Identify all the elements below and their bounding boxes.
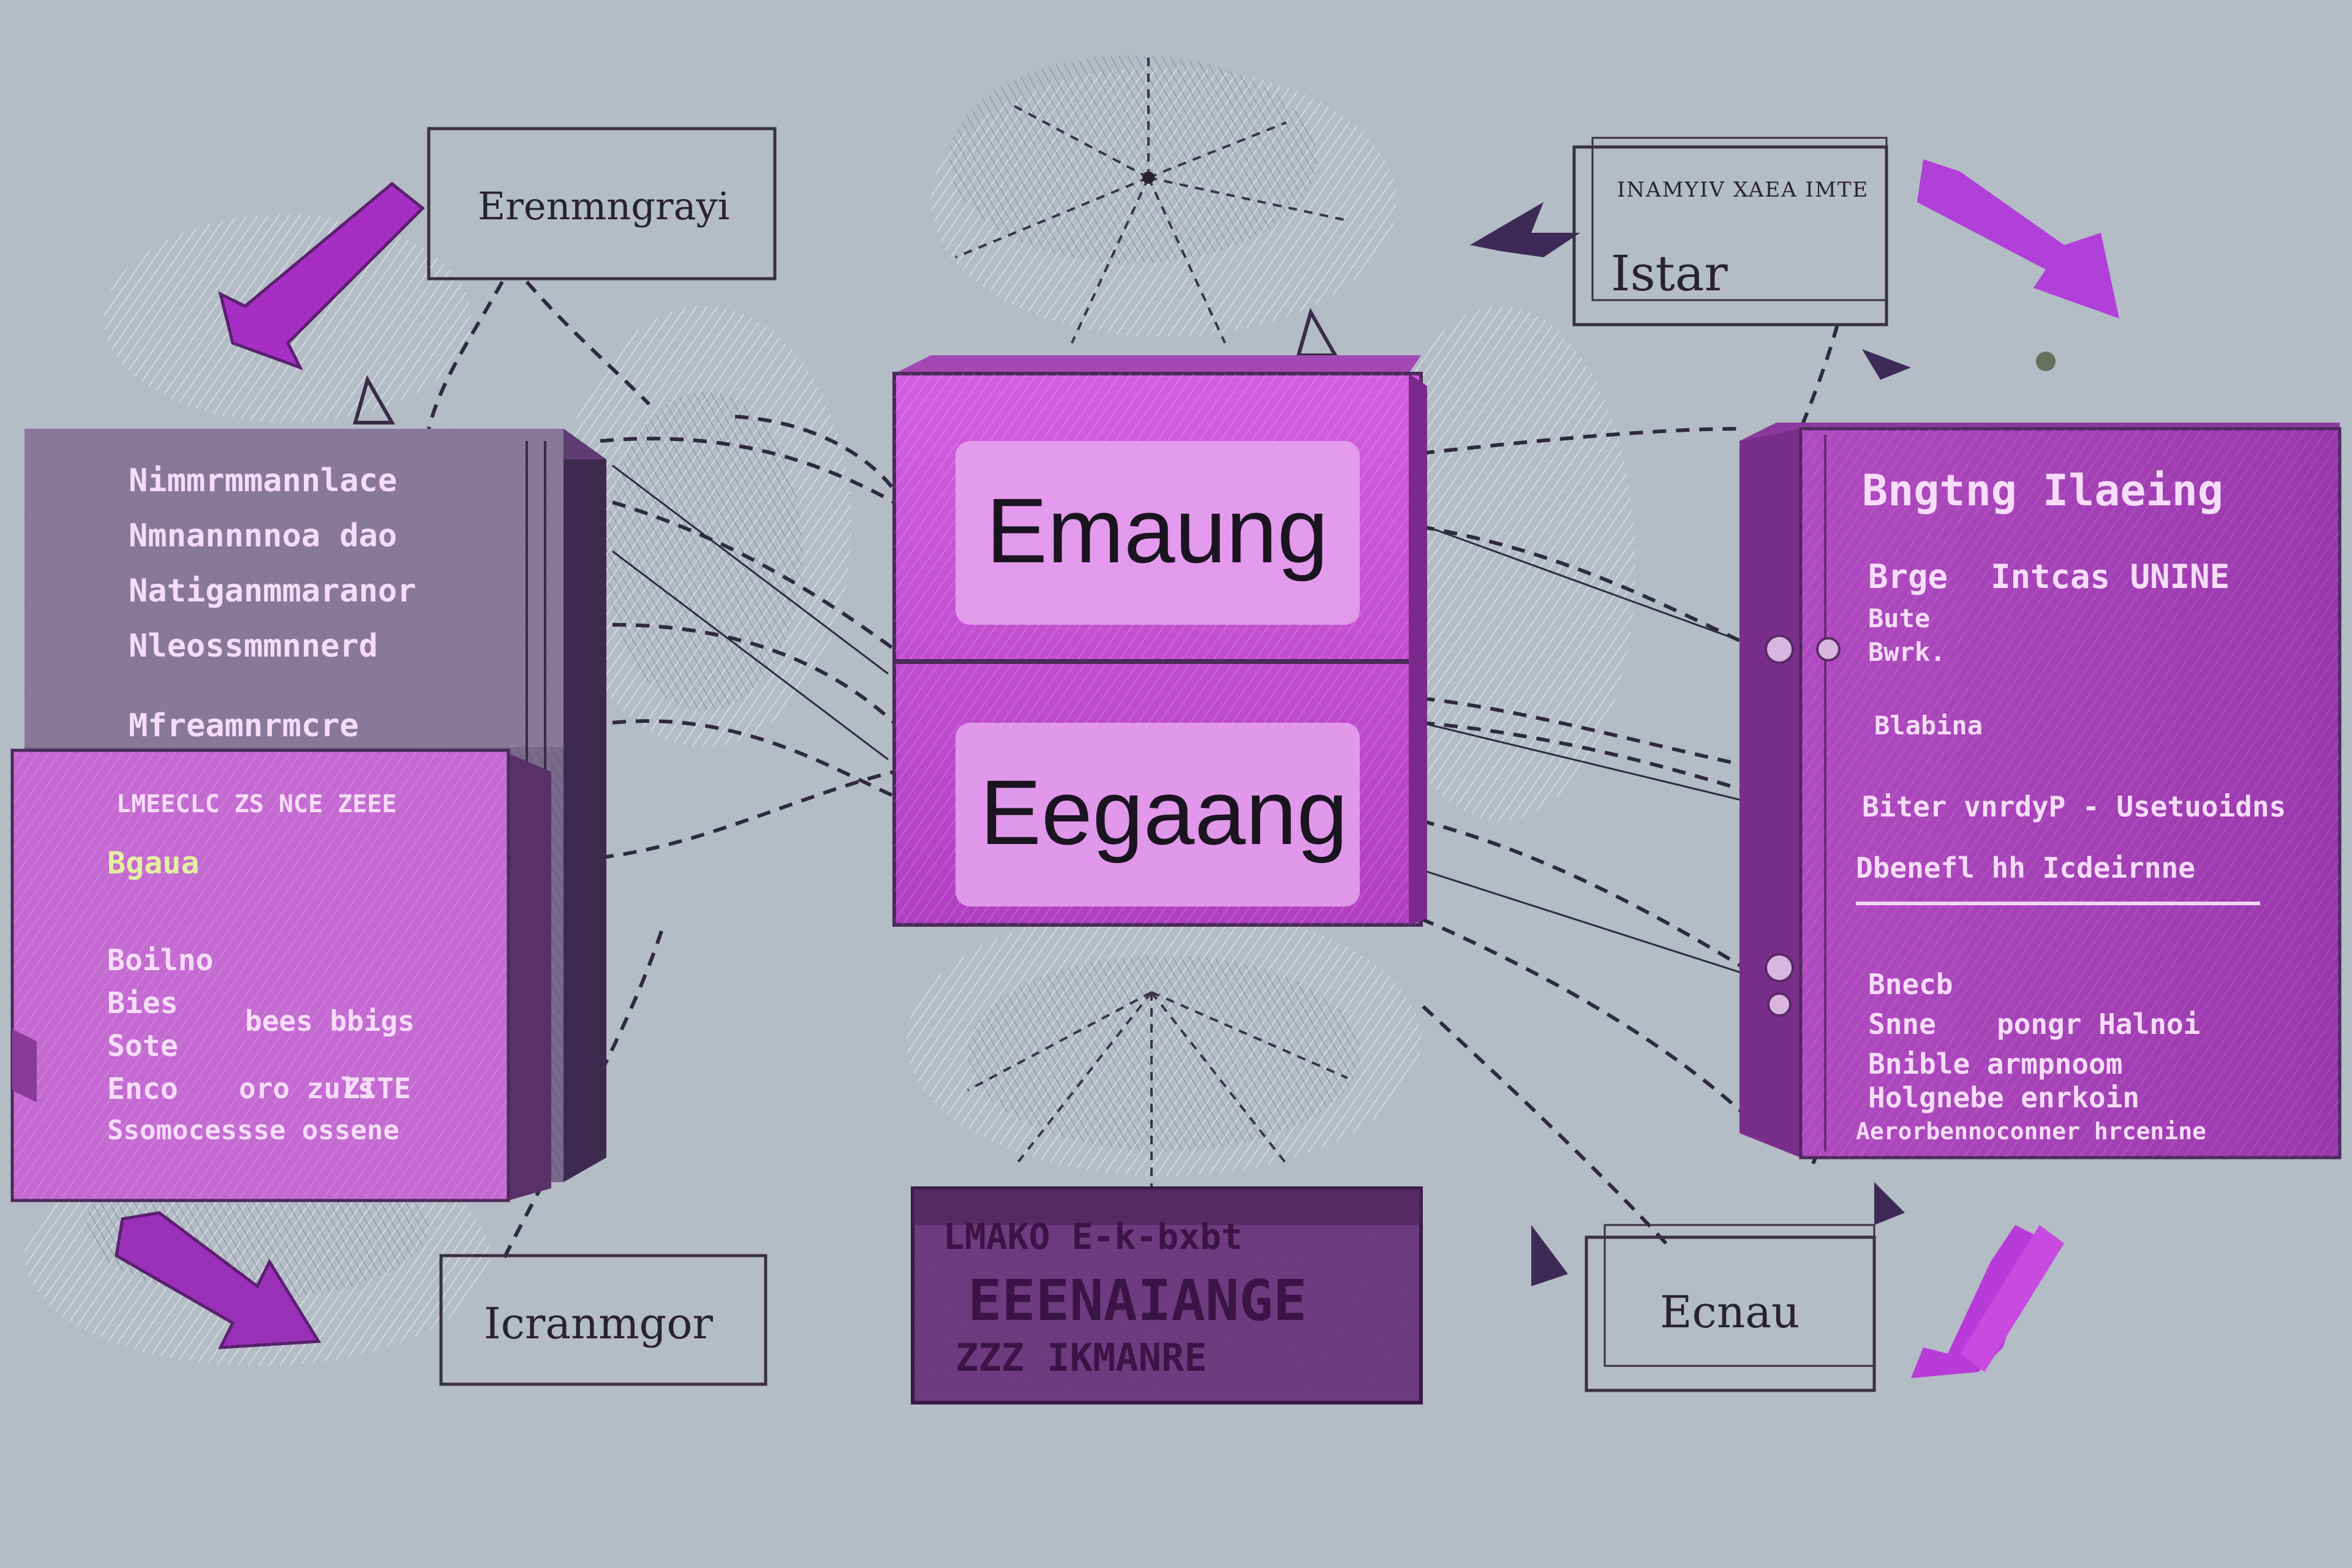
right-row9: Bnible armpnoom: [1868, 1047, 2123, 1080]
center-bottom-label: Eegaang: [980, 761, 1348, 864]
left-front-heading: LMEECLC ZS NCE ZEEE: [116, 790, 397, 818]
left-back-line-2: Nmnannnnoa dao: [129, 518, 398, 554]
right-row5: Biter vnrdyP - Usetuoidns: [1862, 790, 2286, 823]
left-back-line-3: Natiganmmaranor: [129, 573, 417, 609]
bottom-stack-line1: LMAKO E-k-bxbt: [943, 1216, 1243, 1257]
right-row10: Holgnebe enrkoin: [1868, 1081, 2140, 1114]
label-top-right-line1: INAMYIV XAEA IMTE: [1617, 178, 1869, 202]
right-row7: Bnecb: [1868, 968, 1953, 1001]
bottom-stack-line3: ZZZ IKMANRE: [956, 1335, 1207, 1380]
left-back-line-4: Nleossmmnnerd: [129, 628, 378, 665]
right-row8-right: pongr Halnoi: [1997, 1008, 2201, 1041]
left-front-row-2: Bies: [107, 986, 178, 1020]
left-front-sub: Bgaua: [107, 845, 200, 881]
right-row6: Dbenefl hh Icdeirnne: [1856, 851, 2195, 884]
bottom-hub-rays: [967, 991, 1348, 1194]
right-row3: Bwrk.: [1868, 637, 1946, 667]
right-row1-right: Intcas UNINE: [1991, 557, 2230, 596]
right-row8-left: Snne: [1868, 1008, 1936, 1041]
right-row4: Blabina: [1874, 710, 1983, 741]
magenta-arrows: [115, 159, 2119, 1378]
right-row1-left: Brge: [1868, 557, 1948, 596]
right-card-title: Bngtng Ilaeing: [1862, 466, 2224, 516]
bottom-dark-stack: [911, 1186, 1423, 1404]
connector-lines: [427, 281, 1876, 1263]
right-card: [1740, 423, 2342, 1159]
left-front-footer: Ssomocessse ossene: [107, 1115, 399, 1146]
left-card-stack: [10, 429, 606, 1202]
left-front-right-row-3: ZITE: [343, 1072, 411, 1105]
label-top-left: Erenmngrayi: [478, 184, 730, 228]
label-top-right-line2: Istar: [1611, 245, 1728, 302]
left-front-right-row-2: oro zuls: [239, 1072, 375, 1105]
top-hub-rays: [955, 55, 1348, 344]
left-front-row-4: Enco: [107, 1072, 178, 1106]
left-back-line-5: Mfreamnrmcre: [129, 707, 359, 744]
center-card: [892, 355, 1427, 927]
bottom-stack-line2: EEENAIANGE: [968, 1268, 1307, 1333]
left-back-line-1: Nimmrmmannlace: [129, 462, 398, 499]
label-boxes: [427, 127, 1888, 1392]
left-front-row-1: Boilno: [107, 943, 214, 978]
right-row11: Aerorbennoconner hrcenine: [1856, 1118, 2206, 1145]
center-top-label: Emaung: [986, 479, 1329, 582]
left-front-right-row-1: bees bbigs: [245, 1005, 415, 1038]
label-bottom-left: Icranmgor: [484, 1298, 713, 1349]
right-row2: Bute: [1868, 603, 1931, 633]
left-front-row-3: Sote: [107, 1029, 178, 1063]
top-hub-node: [1142, 172, 1155, 184]
label-bottom-right: Ecnau: [1660, 1286, 1800, 1338]
